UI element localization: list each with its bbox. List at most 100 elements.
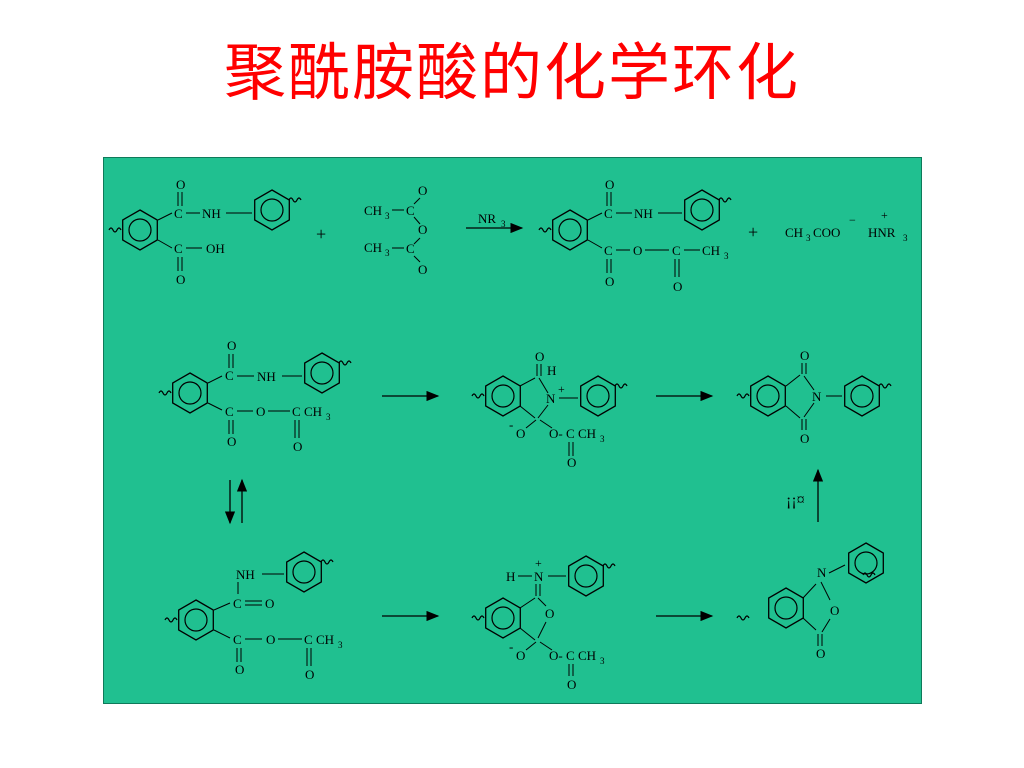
row1-product-mixed-anhydride: O C NH C O C CH 3 O O (538, 177, 732, 294)
text-o: O (176, 272, 185, 287)
row2-right-imide: O N O (736, 348, 892, 446)
text-o: O (516, 648, 525, 663)
text-hnr: HNR (868, 225, 896, 240)
phenyl-ring-icon (568, 555, 604, 597)
phenyl-ring-icon (848, 542, 884, 584)
benzene-ring-icon (768, 587, 804, 629)
text-subscript: 3 (501, 219, 506, 229)
text-nh: NH (634, 206, 653, 221)
text-c: C (406, 241, 415, 256)
text-o: O (227, 434, 236, 449)
text-o: O (830, 603, 839, 618)
polymer-chain-wave-icon (158, 390, 172, 396)
text-minus: - (509, 639, 513, 654)
text-c: C (604, 206, 613, 221)
text-plus: + (535, 556, 542, 570)
text-oh: OH (206, 241, 225, 256)
polymer-chain-wave-icon (718, 197, 732, 203)
plus-sign: + (316, 224, 326, 244)
text-o: O (605, 274, 614, 289)
text-o-link: O- (549, 426, 563, 441)
polymer-chain-wave-icon (471, 393, 485, 399)
text-c: C (174, 241, 183, 256)
text-o: O (227, 338, 236, 353)
text-subscript: 3 (338, 640, 343, 650)
text-c: C (292, 404, 301, 419)
benzene-ring-icon (750, 375, 786, 417)
text-c: C (604, 243, 613, 258)
polymer-chain-wave-icon (614, 383, 628, 389)
slide-title: 聚酰胺酸的化学环化 (223, 36, 800, 109)
text-subscript: 3 (806, 233, 811, 243)
text-c: C (233, 632, 242, 647)
text-subscript: 3 (600, 656, 605, 666)
benzene-ring-icon (172, 372, 208, 414)
text-plus: + (881, 208, 888, 222)
benzene-ring-icon (485, 375, 521, 417)
text-o: O (800, 348, 809, 363)
text-c: C (406, 203, 415, 218)
text-o: O (516, 426, 525, 441)
text-ch: CH (578, 426, 596, 441)
plus-sign: + (748, 222, 758, 242)
text-coo: COO (813, 225, 840, 240)
text-h: H (506, 569, 515, 584)
text-c: C (233, 596, 242, 611)
text-subscript: 3 (385, 211, 390, 221)
text-nh: NH (236, 567, 255, 582)
text-o: O (418, 183, 427, 198)
text-c: C (566, 426, 575, 441)
polymer-chain-wave-icon (878, 383, 892, 389)
text-o: O (567, 455, 576, 470)
text-o: O (418, 222, 427, 237)
text-o: O (545, 606, 554, 621)
row2-middle-tetrahedral-intermediate: O H N + - O O- C CH 3 O (471, 349, 628, 470)
phenyl-ring-icon (580, 375, 616, 417)
text-o: O (305, 667, 314, 682)
benzene-ring-icon (485, 597, 521, 639)
text-o: O (235, 662, 244, 677)
text-c: C (225, 368, 234, 383)
polymer-chain-wave-icon (602, 563, 616, 569)
text-ch: CH (316, 632, 334, 647)
text-h: H (547, 363, 556, 378)
text-o: O (605, 177, 614, 192)
row1-acetic-anhydride: O CH 3 C O CH 3 C O (364, 183, 427, 277)
polymer-chain-wave-icon (164, 617, 178, 623)
text-o: O (800, 431, 809, 446)
text-o: O (265, 596, 274, 611)
text-o: O (293, 439, 302, 454)
text-o: O (256, 404, 265, 419)
text-ch: CH (364, 203, 382, 218)
text-nr: NR (478, 211, 496, 226)
text-n: N (534, 569, 544, 584)
polymer-chain-wave-icon (538, 227, 552, 233)
phenyl-ring-icon (254, 189, 290, 231)
text-c: C (225, 404, 234, 419)
row1-byproduct-salt: CH 3 COO − + HNR 3 (785, 208, 908, 243)
polymer-chain-wave-icon (471, 615, 485, 621)
text-minus: − (849, 213, 856, 227)
text-plus: + (558, 382, 565, 396)
text-c: C (174, 206, 183, 221)
arrow-label: ¡¡¤ (786, 492, 805, 509)
text-o: O (673, 279, 682, 294)
text-subscript: 3 (903, 233, 908, 243)
text-ch: CH (364, 240, 382, 255)
benzene-ring-icon (552, 209, 588, 251)
text-o: O (266, 632, 275, 647)
text-o-link: O- (549, 648, 563, 663)
row2-left-mixed-anhydride: O C NH C O C CH 3 O O (158, 338, 352, 454)
text-n: N (817, 565, 827, 580)
phenyl-ring-icon (304, 352, 340, 394)
phenyl-ring-icon (684, 189, 720, 231)
benzene-ring-icon (122, 209, 158, 251)
text-subscript: 3 (385, 248, 390, 258)
text-o: O (418, 262, 427, 277)
polymer-chain-wave-icon (338, 360, 352, 366)
phenyl-ring-icon (286, 551, 322, 593)
polymer-chain-wave-icon (736, 393, 750, 399)
text-c: C (304, 632, 313, 647)
text-nh: NH (202, 206, 221, 221)
